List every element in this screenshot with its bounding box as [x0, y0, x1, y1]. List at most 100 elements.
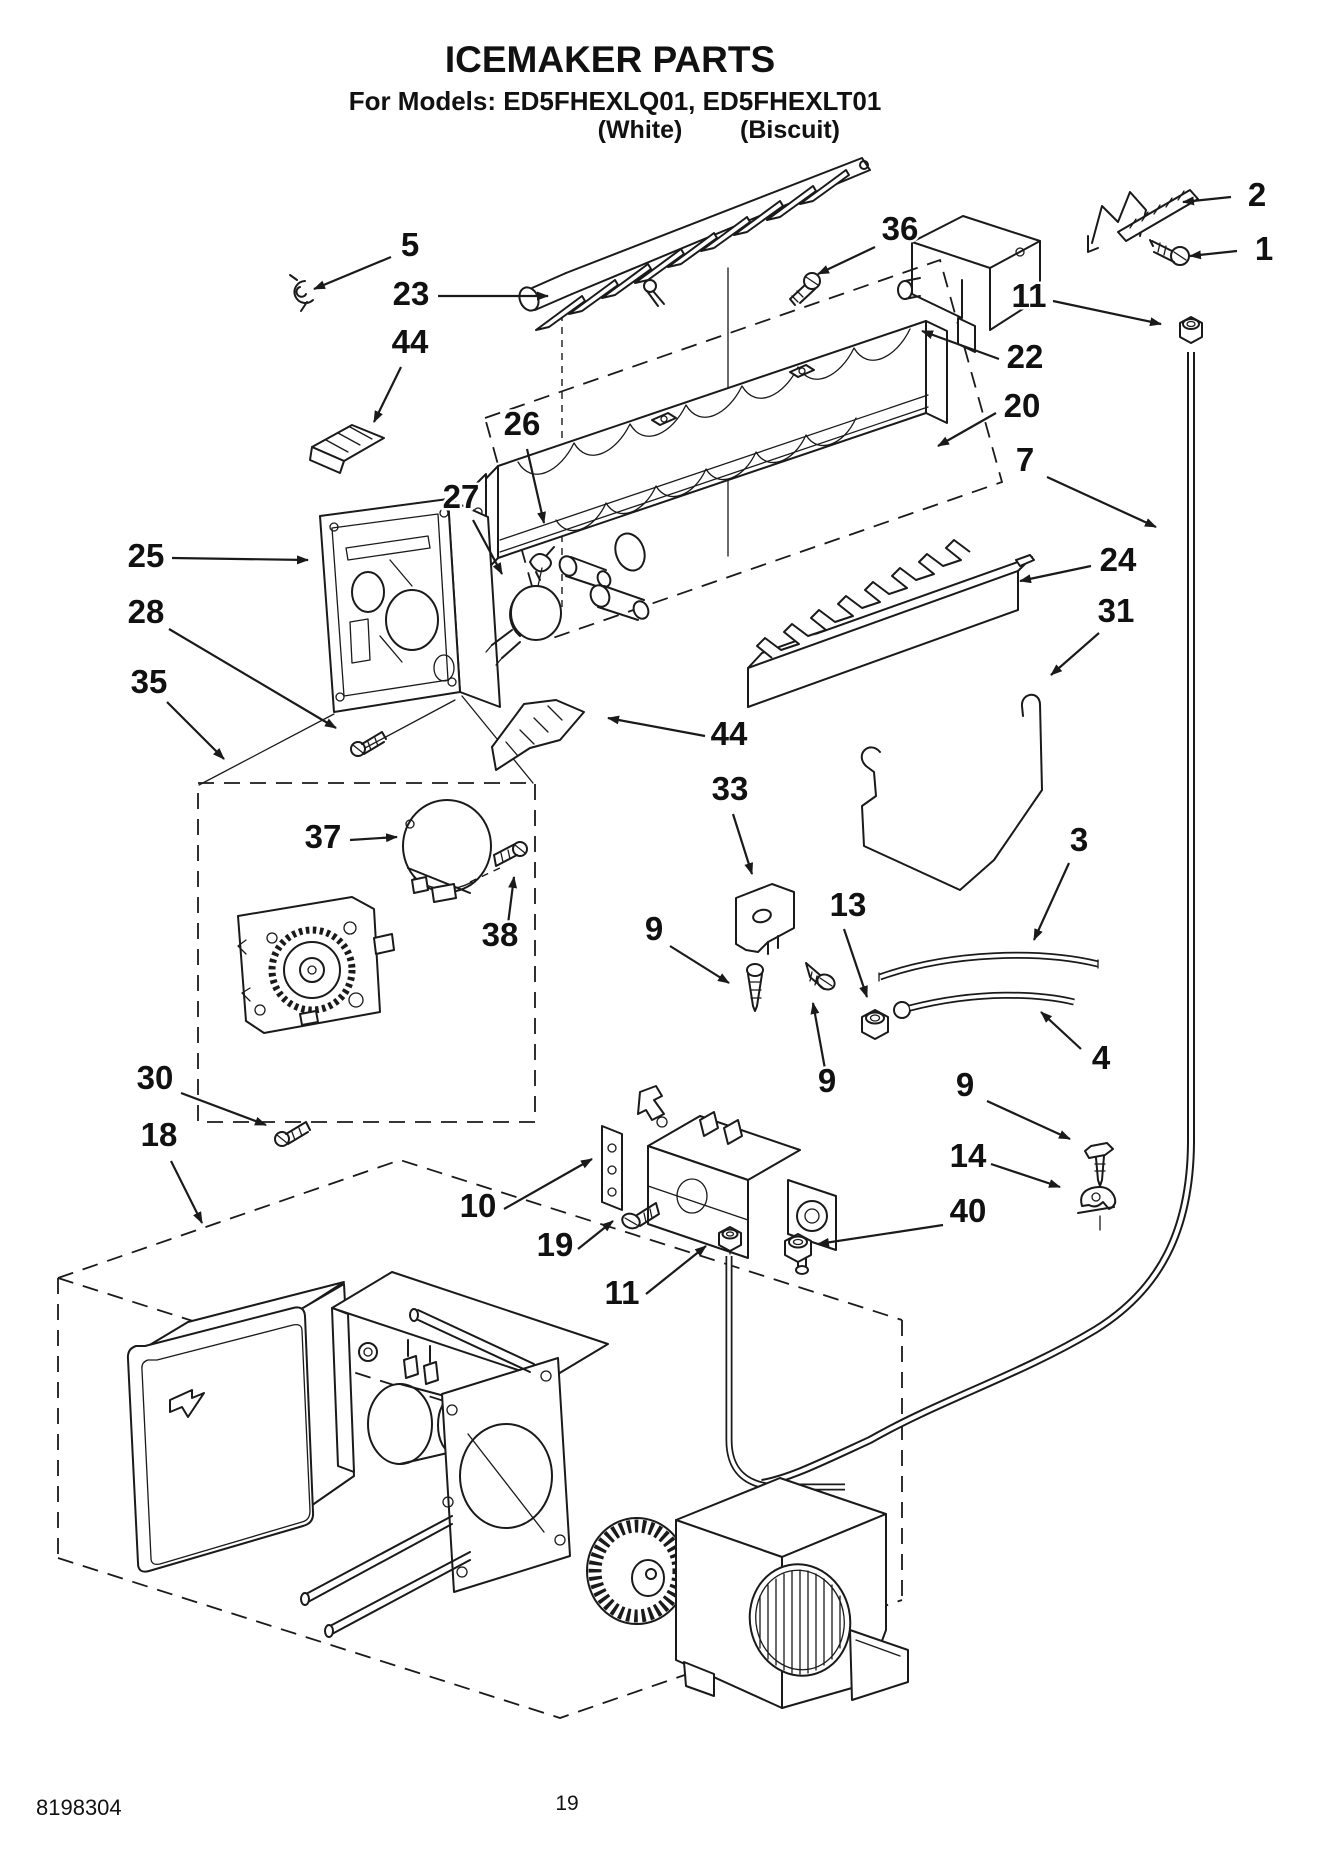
leader-arrow-18: [170, 1160, 203, 1224]
part-3-tube: [878, 951, 1099, 982]
leader-arrow-9: [986, 1099, 1071, 1141]
leader-arrow-1: [1189, 249, 1238, 260]
leader-arrow-11: [645, 1245, 707, 1295]
callout-label-9: 9: [645, 910, 663, 947]
part-11-nut-valve: [718, 1226, 742, 1252]
callout-label-26: 26: [504, 405, 541, 442]
part-2-bracket: [1087, 189, 1199, 253]
part-20-icemaker-mold: [469, 320, 948, 621]
leader-arrow-10: [503, 1158, 593, 1210]
callout-label-3: 3: [1070, 821, 1088, 858]
part-22-ice-level-cup: [897, 215, 1041, 353]
part-27-thermal-fuse: [485, 567, 562, 666]
doc-number: 8198304: [36, 1795, 122, 1820]
callout-label-28: 28: [128, 593, 165, 630]
fan-shroud: [675, 1477, 909, 1709]
fan-blower-wheel: [586, 1517, 688, 1625]
callout-label-5: 5: [401, 226, 419, 263]
mold-assembly-dashed-box: [483, 258, 1004, 642]
callout-label-24: 24: [1100, 541, 1137, 578]
cover-arrow-emblem: [169, 1389, 205, 1418]
models-line: For Models: ED5FHEXLQ01, ED5FHEXLT01: [349, 86, 882, 116]
callout-label-22: 22: [1007, 338, 1044, 375]
callout-label-13: 13: [830, 886, 867, 923]
part-5-clip: [289, 274, 314, 312]
title-block: ICEMAKER PARTS For Models: ED5FHEXLQ01, …: [349, 39, 882, 144]
leader-arrow-2: [1182, 195, 1232, 206]
callout-label-9: 9: [956, 1066, 974, 1103]
callout-label-36: 36: [882, 210, 919, 247]
leader-arrow-25: [171, 555, 309, 565]
leader-arrow-14: [990, 1162, 1061, 1189]
part-9-screw-a: [746, 963, 764, 1012]
fan-insulation-cover: [126, 1281, 355, 1573]
leader-arrow-24: [1019, 564, 1092, 584]
part-44-insulator-lower: [491, 699, 585, 771]
module-back-plate-gear: [237, 896, 395, 1034]
leader-arrow-38: [506, 876, 518, 925]
part-23-ejector-blades: [518, 157, 871, 331]
callout-label-31: 31: [1098, 592, 1135, 629]
finish-white: (White): [598, 116, 683, 144]
leader-arrow-30: [180, 1091, 267, 1127]
part-19-screw: [621, 1202, 660, 1230]
leader-arrow-44: [373, 366, 402, 423]
leader-arrow-37: [349, 833, 398, 843]
callout-label-18: 18: [141, 1116, 178, 1153]
part-25-module-housing: [319, 498, 501, 713]
part-14-clip: [1077, 1186, 1117, 1231]
leader-arrow-13: [842, 928, 869, 998]
part-40-nut: [784, 1233, 812, 1263]
leader-arrow-3: [1032, 862, 1071, 941]
part-44-insulator-upper: [309, 424, 385, 474]
callout-label-10: 10: [460, 1187, 497, 1224]
part-38-screw: [493, 841, 528, 867]
finish-biscuit: (Biscuit): [740, 116, 840, 144]
mold-mount-tabs: [651, 364, 815, 426]
callout-label-11: 11: [605, 1274, 640, 1311]
part-11-nut-top: [1179, 316, 1203, 344]
fan-motor-bracket: [331, 1271, 609, 1473]
leader-arrow-7: [1046, 476, 1157, 528]
page-number: 19: [555, 1792, 578, 1815]
module-kit-dashed-box: [197, 782, 536, 1123]
callout-label-44: 44: [392, 323, 429, 360]
callout-label-14: 14: [950, 1137, 987, 1174]
leader-arrow-5: [313, 255, 392, 291]
part-37-module-motor: [402, 799, 501, 903]
part-31-wiring-harness: [860, 693, 1043, 891]
leader-arrow-22: [921, 329, 1000, 361]
callout-label-7: 7: [1016, 441, 1034, 478]
callout-label-23: 23: [393, 275, 430, 312]
leader-arrow-40: [817, 1223, 944, 1247]
callout-label-35: 35: [131, 663, 168, 700]
leader-arrow-11: [1052, 299, 1162, 327]
callout-label-37: 37: [305, 818, 342, 855]
leader-arrow-27: [472, 519, 503, 575]
leader-arrow-19: [577, 1220, 614, 1250]
callout-label-25: 25: [128, 537, 165, 574]
valve-outlet-tube: [725, 1256, 845, 1491]
callout-label-27: 27: [443, 478, 480, 515]
callout-label-2: 2: [1248, 176, 1266, 213]
part-26-clip: [529, 546, 555, 581]
callout-label-11: 11: [1012, 277, 1047, 314]
leader-arrow-4: [1040, 1011, 1082, 1050]
footer: 8198304 19: [36, 1792, 579, 1820]
part-9-screw-c: [1084, 1142, 1114, 1187]
callout-label-1: 1: [1255, 230, 1273, 267]
leader-arrow-26: [525, 448, 546, 524]
page-title: ICEMAKER PARTS: [445, 39, 775, 80]
leader-arrow-9: [810, 1002, 827, 1070]
mold-stub-cylinders: [558, 555, 650, 621]
leader-arrow-31: [1050, 632, 1100, 676]
callout-label-30: 30: [137, 1059, 174, 1096]
part-7-fill-tube: [761, 352, 1195, 1487]
fan-mount-plate: [300, 1308, 571, 1638]
part-1-screw: [1149, 239, 1190, 266]
part-9-screw-b: [805, 962, 836, 991]
shroud-grille-slats: [759, 1569, 841, 1675]
